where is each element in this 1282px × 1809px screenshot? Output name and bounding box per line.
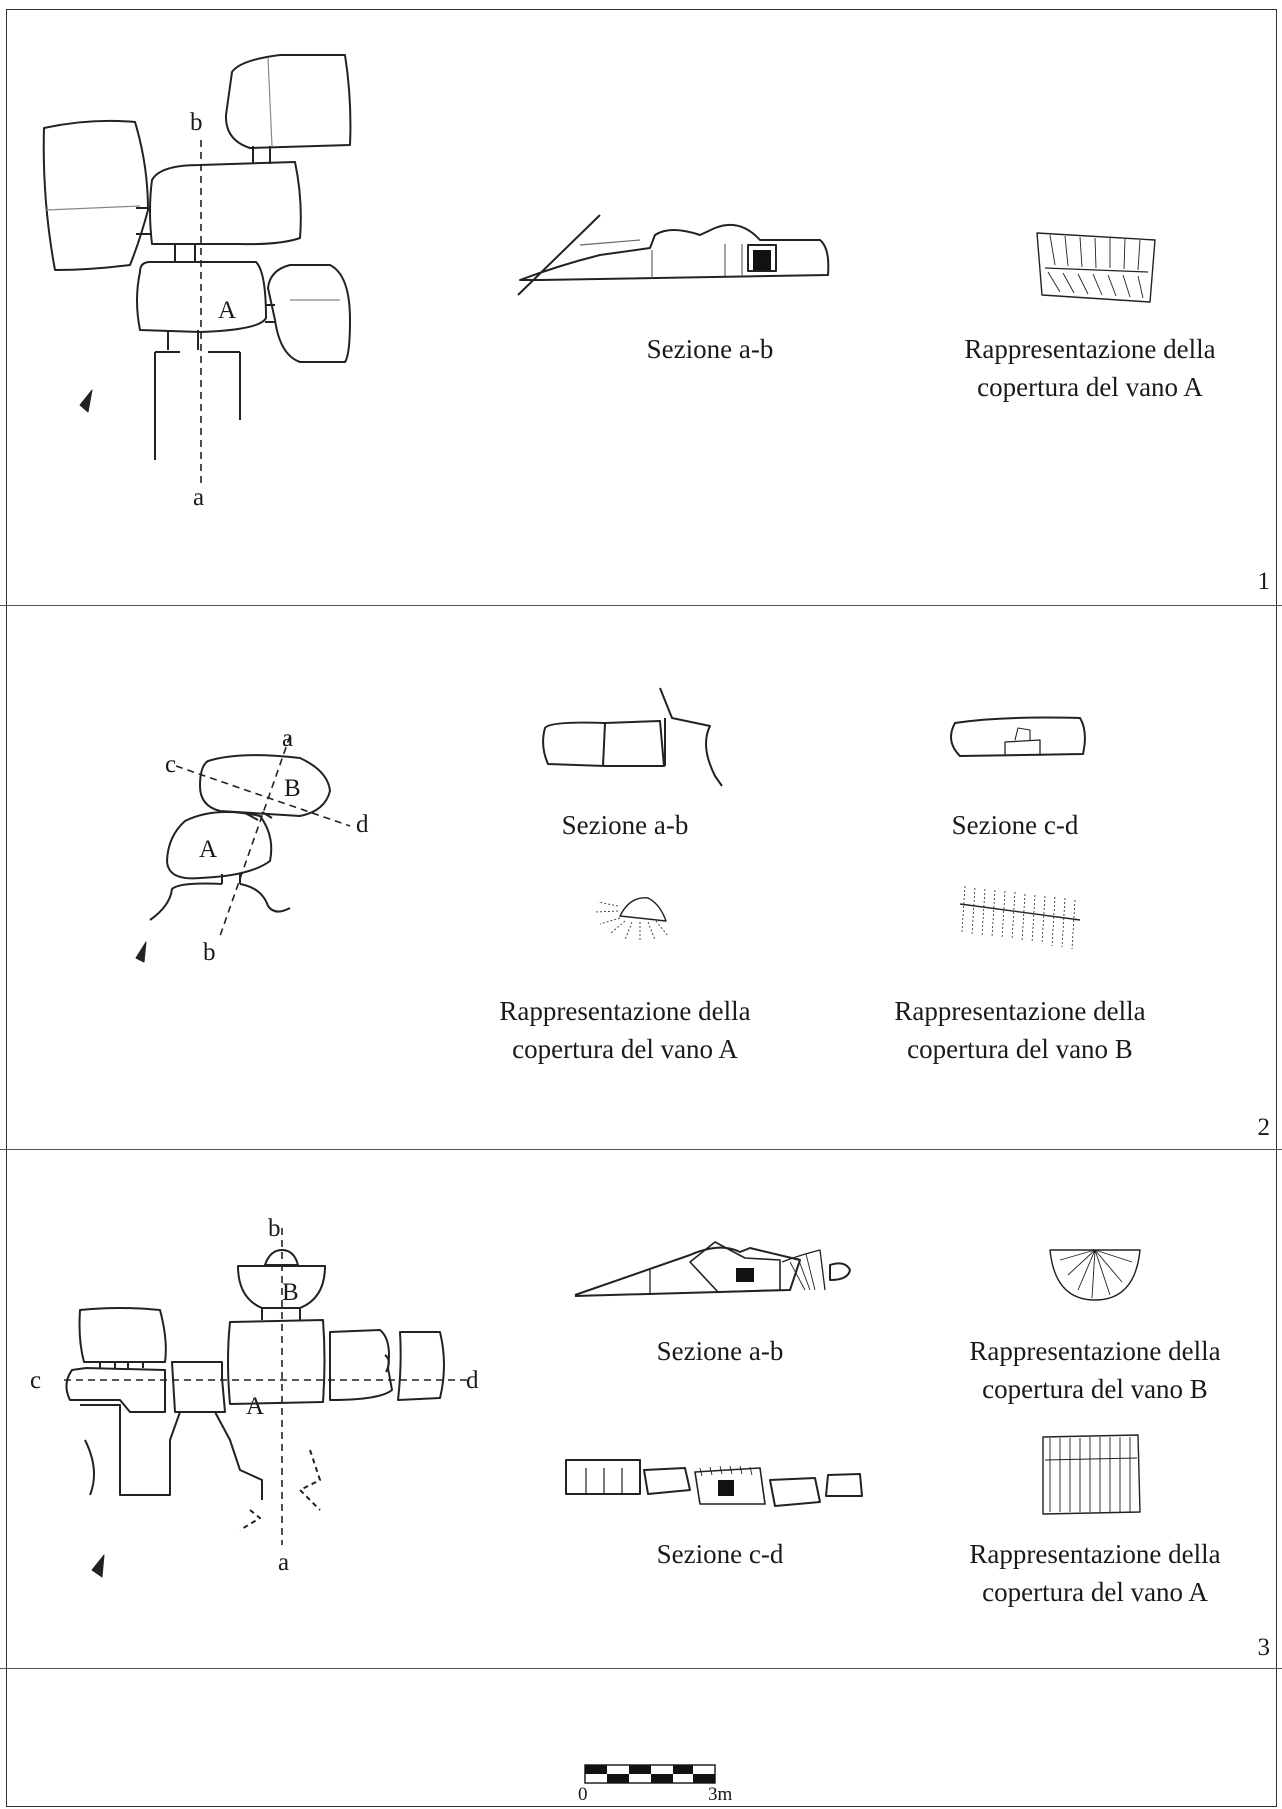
figure-frame bbox=[6, 9, 1277, 1807]
roof-a-caption-p3-line2: copertura del vano A bbox=[982, 1577, 1208, 1607]
roof-b-caption-p3-line1: Rappresentazione della bbox=[969, 1336, 1221, 1366]
panel-2: a c d b B A Sezione a-b Sezione c-d Rapp… bbox=[0, 606, 1282, 1149]
point-a-p2: a bbox=[282, 725, 294, 752]
section-ab-caption-p3: Sezione a-b bbox=[656, 1336, 784, 1366]
roof-a-caption-p2-line2: copertura del vano A bbox=[512, 1034, 738, 1064]
panel-number-2: 2 bbox=[1257, 1114, 1271, 1141]
scale-bar bbox=[584, 1764, 716, 1784]
roof-b-p3 bbox=[1049, 1249, 1141, 1301]
room-left-lower-p3 bbox=[65, 1367, 166, 1413]
roof-a-p1 bbox=[1036, 232, 1156, 303]
roof-a-caption-p3-line1: Rappresentazione della bbox=[969, 1539, 1221, 1569]
section-ab-p3 bbox=[574, 1246, 801, 1297]
section-ab-caption: Sezione a-b bbox=[646, 334, 774, 364]
room-central bbox=[149, 161, 302, 246]
room-top-right bbox=[224, 54, 352, 149]
panel-number-1: 1 bbox=[1257, 568, 1271, 595]
section-cd-caption-p2: Sezione c-d bbox=[951, 810, 1079, 840]
panel-number-3: 3 bbox=[1257, 1634, 1271, 1661]
point-d-p3: d bbox=[466, 1367, 479, 1394]
room-label-B-p3: B bbox=[282, 1279, 299, 1306]
section-cd-p2 bbox=[950, 716, 1086, 757]
panel-divider-3 bbox=[0, 1668, 1282, 1669]
roof-b-caption-p2-line2: copertura del vano B bbox=[907, 1034, 1133, 1064]
section-ab-p1 bbox=[517, 214, 830, 296]
room-A bbox=[136, 261, 267, 333]
roof-a-caption-p2-line1: Rappresentazione della bbox=[499, 996, 751, 1026]
roof-b-caption-p3-line2: copertura del vano B bbox=[982, 1374, 1208, 1404]
room-right1-p3 bbox=[329, 1329, 393, 1401]
point-b-p3: b bbox=[268, 1215, 281, 1242]
point-c-p2: c bbox=[165, 751, 177, 778]
panel-divider-1 bbox=[0, 605, 1282, 606]
roof-a-p3 bbox=[1042, 1434, 1141, 1515]
panel-3-drawings bbox=[64, 1228, 1141, 1578]
section-cd-caption-p3: Sezione c-d bbox=[656, 1539, 784, 1569]
point-c-p3: c bbox=[30, 1367, 42, 1394]
scale-bar-graphic bbox=[584, 1764, 716, 1784]
roof-a-p2 bbox=[619, 897, 667, 922]
roof-b-caption-p2-line1: Rappresentazione della bbox=[894, 996, 1146, 1026]
room-B-p2 bbox=[199, 754, 331, 817]
roof-b-p2 bbox=[959, 903, 1081, 921]
panel-2-drawings bbox=[135, 687, 1086, 963]
panel-1: b a A Sezione a-b Rappresentazione della… bbox=[0, 0, 1282, 605]
roof-a-caption-line2: copertura del vano A bbox=[977, 372, 1203, 402]
room-label-B-p2: B bbox=[284, 775, 301, 802]
room-A-p2 bbox=[166, 811, 273, 880]
section-cd-p3 bbox=[565, 1459, 641, 1495]
room-B-p3-apse bbox=[264, 1249, 299, 1266]
point-b-p2: b bbox=[203, 939, 216, 966]
panel-3: b c d a B A Sezione a-b Sezione c-d Rapp… bbox=[0, 1150, 1282, 1668]
room-right-small bbox=[267, 264, 351, 363]
section-ab-caption-p2: Sezione a-b bbox=[561, 810, 689, 840]
point-a-p3: a bbox=[278, 1549, 290, 1576]
room-label-A-p2: A bbox=[199, 836, 218, 863]
panel-divider-2 bbox=[0, 1149, 1282, 1150]
point-b: b bbox=[190, 109, 203, 136]
room-A-p3 bbox=[227, 1319, 326, 1405]
panel-1-drawings bbox=[42, 54, 1156, 483]
room-right2-p3 bbox=[397, 1331, 445, 1401]
point-a: a bbox=[193, 484, 205, 511]
room-label-A: A bbox=[218, 297, 237, 324]
scale-start-label: 0 bbox=[578, 1784, 588, 1805]
scale-end-label: 3m bbox=[708, 1784, 733, 1805]
point-d-p2: d bbox=[356, 811, 369, 838]
room-label-A-p3: A bbox=[246, 1393, 265, 1420]
room-left-big bbox=[42, 119, 149, 271]
room-top-left-p3 bbox=[78, 1307, 167, 1363]
roof-a-caption-line1: Rappresentazione della bbox=[964, 334, 1216, 364]
